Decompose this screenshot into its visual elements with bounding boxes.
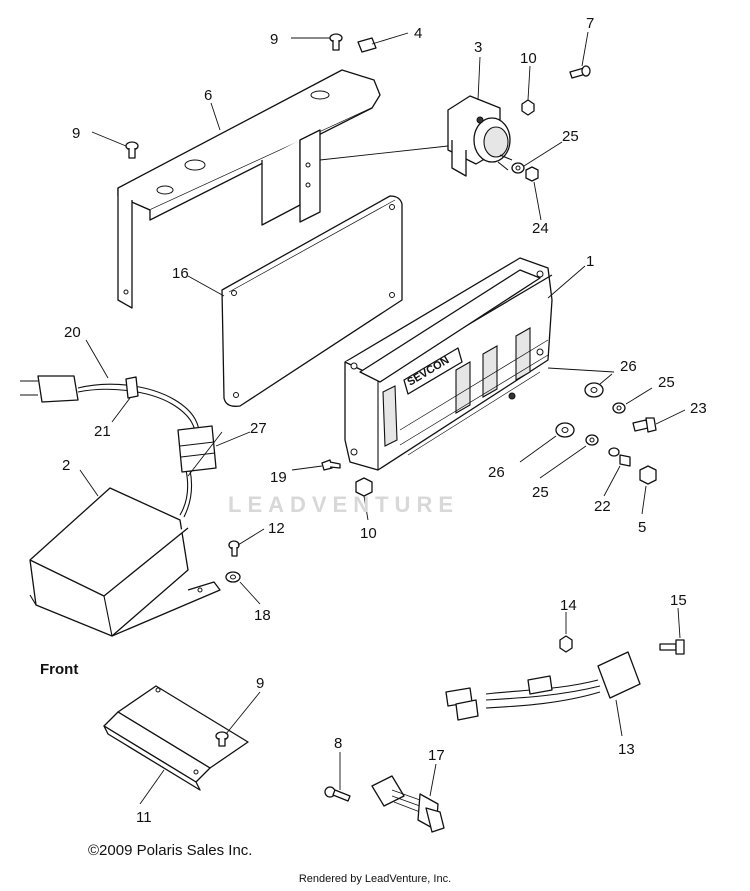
callout-3: 3 (474, 39, 482, 56)
callout-labels: 9 4 3 7 10 6 9 25 24 1 16 20 21 27 2 19 … (62, 15, 707, 826)
callout-25: 25 (532, 484, 549, 501)
watermark-text: LEADVENTURE (228, 492, 460, 517)
callout-16: 16 (172, 265, 189, 282)
callout-24: 24 (532, 220, 549, 237)
part-2-converter-box (29, 487, 221, 637)
part-24-nut (525, 166, 539, 182)
part-1-motor-controller: SEVCON (344, 257, 553, 471)
callout-10: 10 (360, 525, 377, 542)
callout-17: 17 (428, 747, 445, 764)
part-6-mounting-bracket (117, 69, 381, 309)
callout-2: 2 (62, 457, 70, 474)
part-21-cable-tie (125, 376, 139, 399)
callout-20: 20 (64, 324, 81, 341)
part-12-screw (228, 540, 240, 557)
rendered-by-text: Rendered by LeadVenture, Inc. (298, 873, 452, 885)
part-3-solenoid (447, 95, 513, 177)
callout-21: 21 (94, 423, 111, 440)
callout-9: 9 (270, 31, 278, 48)
part-14-nut (559, 635, 573, 653)
callout-25: 25 (562, 128, 579, 145)
part-8-bolt (324, 786, 351, 802)
callout-22: 22 (594, 498, 611, 515)
part-19-screw (321, 459, 341, 471)
part-22-stud (608, 447, 631, 467)
callout-1: 1 (586, 253, 594, 270)
callout-9: 9 (72, 125, 80, 142)
part-10-nut-lower (355, 477, 373, 497)
part-7-screw (569, 65, 591, 79)
callout-4: 4 (414, 25, 422, 42)
callout-12: 12 (268, 520, 285, 537)
leader-lines (79, 31, 686, 805)
part-13-relay-harness (445, 651, 641, 721)
callout-11: 11 (136, 809, 152, 826)
part-11-lower-bracket (103, 685, 249, 791)
part-26-washer-upper (584, 382, 604, 398)
part-25-washer-right (612, 402, 626, 414)
callout-18: 18 (254, 607, 271, 624)
part-9-screw-left (125, 141, 139, 159)
callout-23: 23 (690, 400, 707, 417)
callout-5: 5 (638, 519, 646, 536)
hardware-fasteners (125, 33, 685, 802)
part-25-washer-lower (585, 434, 599, 446)
part-15-bolt (659, 639, 685, 655)
callout-10: 10 (520, 50, 537, 67)
copyright-text: ©2009 Polaris Sales Inc. (88, 842, 253, 859)
part-4-clip-nut (357, 37, 377, 53)
part-27-connector-cover (177, 425, 217, 473)
callout-14: 14 (560, 597, 577, 614)
part-9-screw-lower (215, 731, 229, 747)
callout-19: 19 (270, 469, 287, 486)
callout-26: 26 (620, 358, 637, 375)
callout-7: 7 (586, 15, 594, 32)
part-26-washer-lower (555, 422, 575, 438)
callout-6: 6 (204, 87, 212, 104)
callout-8: 8 (334, 735, 342, 752)
callout-13: 13 (618, 741, 635, 758)
part-25-washer-top (511, 162, 525, 174)
callout-26: 26 (488, 464, 505, 481)
callout-25: 25 (658, 374, 675, 391)
part-23-bolt (632, 417, 657, 433)
part-10-nut-top (521, 99, 535, 116)
part-16-insulator-plate (221, 195, 403, 407)
part-17-connector-adapter (371, 775, 445, 833)
callout-9: 9 (256, 675, 264, 692)
part-5-nut (639, 465, 657, 485)
callout-15: 15 (670, 592, 687, 609)
front-label: Front (40, 661, 79, 678)
part-9-screw-top (329, 33, 343, 51)
part-18-washer (225, 571, 241, 583)
callout-27: 27 (250, 420, 267, 437)
